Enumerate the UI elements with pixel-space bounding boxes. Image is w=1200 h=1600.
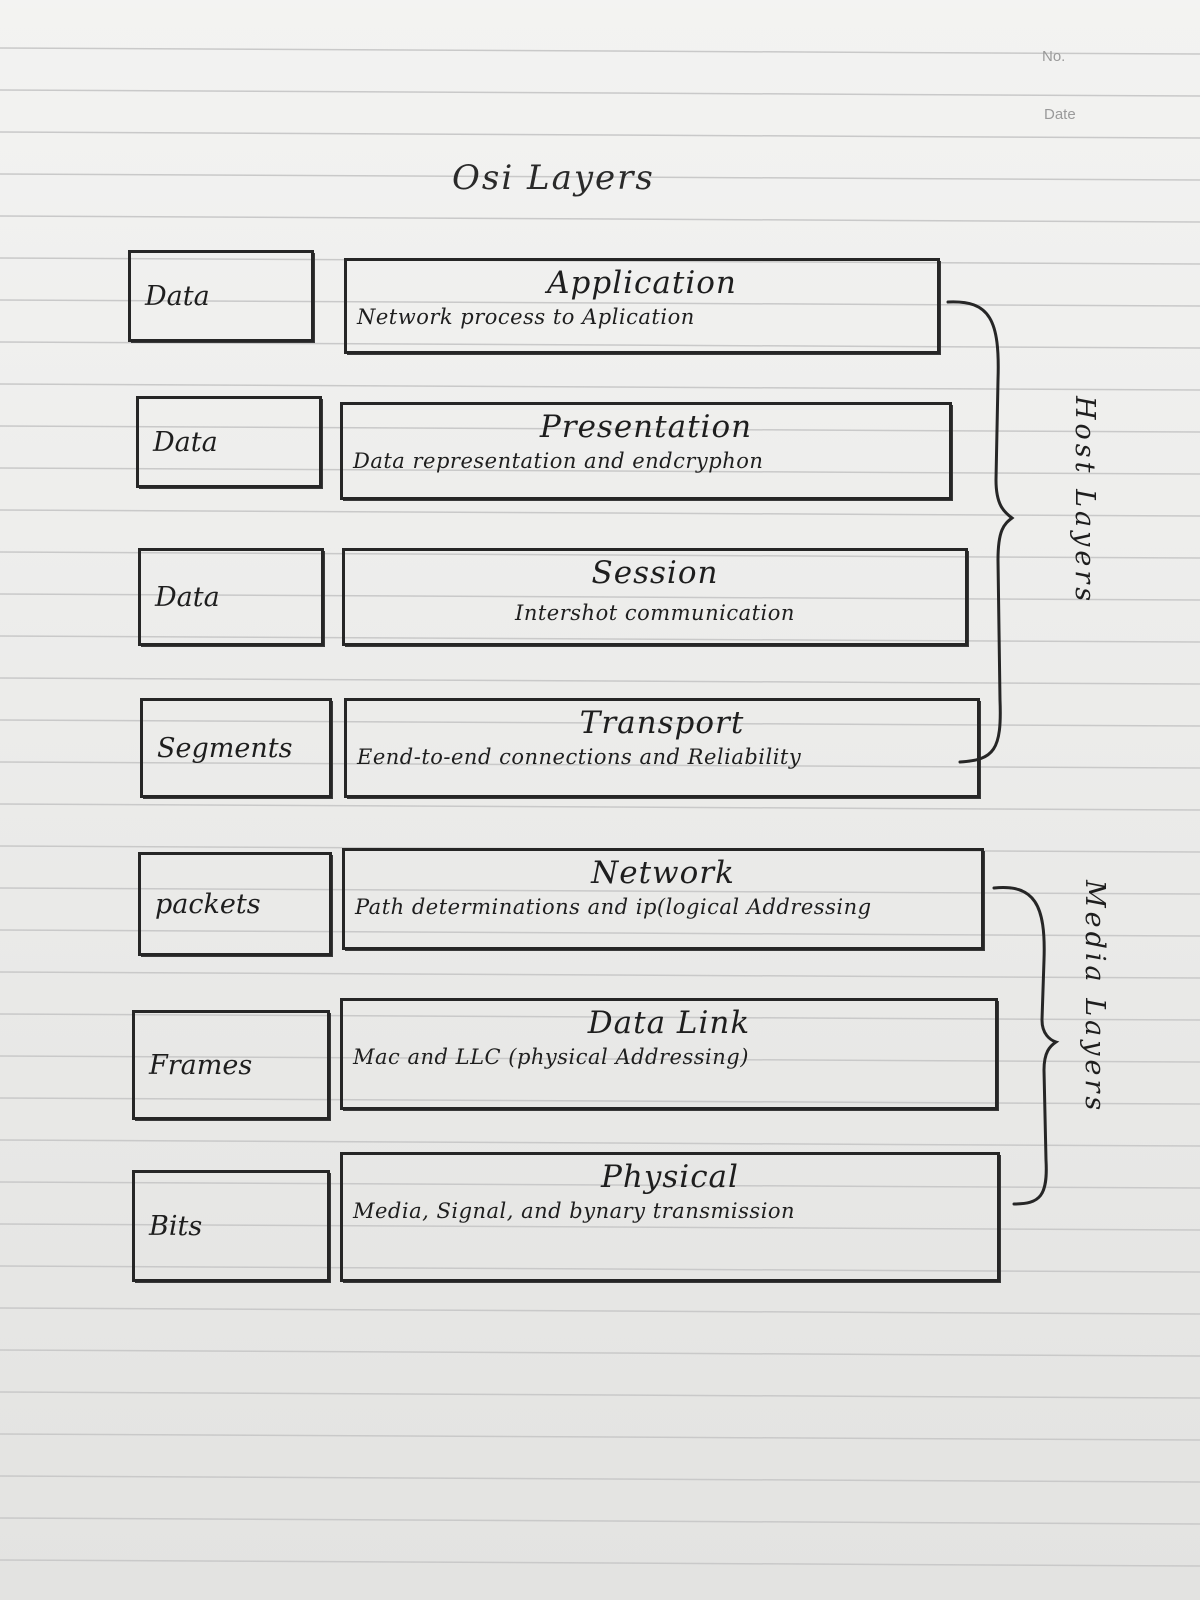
layer-description: Network process to Aplication: [357, 305, 695, 329]
layer-box-presentation: Presentation Data representation and end…: [340, 402, 952, 500]
ruled-line: [0, 173, 1200, 181]
layer-description: Path determinations and ip(logical Addre…: [355, 895, 872, 919]
ruled-line: [0, 1391, 1200, 1399]
pdu-label: Frames: [149, 1049, 253, 1081]
pdu-label: Data: [155, 581, 220, 613]
media-layers-label: Media Layers: [1079, 880, 1110, 1115]
pdu-box-session: Data: [138, 548, 324, 646]
ruled-line: [0, 1307, 1200, 1315]
ruled-line: [0, 1223, 1200, 1231]
layer-box-session: Session Intershot communication: [342, 548, 968, 646]
layer-name: Transport: [579, 705, 745, 741]
layer-box-network: Network Path determinations and ip(logic…: [342, 848, 984, 950]
ruled-line: [0, 215, 1200, 223]
ruled-line: [0, 1349, 1200, 1357]
ruled-line: [0, 89, 1200, 97]
ruled-line: [0, 131, 1200, 139]
layer-box-data-link: Data Link Mac and LLC (physical Addressi…: [340, 998, 998, 1110]
layer-box-transport: Transport Eend-to-end connections and Re…: [344, 698, 980, 798]
page-number-label: No.: [1042, 48, 1066, 65]
ruled-line: [0, 761, 1200, 769]
layer-description: Media, Signal, and bynary transmission: [353, 1199, 796, 1223]
ruled-line: [0, 1433, 1200, 1441]
pdu-label: Segments: [157, 732, 293, 764]
layer-box-application: Application Network process to Aplicatio…: [344, 258, 940, 354]
pdu-label: Data: [153, 426, 218, 458]
pdu-box-network: packets: [138, 852, 332, 956]
layer-name: Application: [547, 265, 737, 301]
date-label: Date: [1044, 106, 1076, 123]
layer-description: Intershot communication: [515, 601, 795, 625]
pdu-box-physical: Bits: [132, 1170, 330, 1282]
ruled-line: [0, 677, 1200, 685]
ruled-line: [0, 1517, 1200, 1525]
host-layers-label: Host Layers: [1069, 396, 1100, 606]
pdu-label: Bits: [149, 1210, 203, 1242]
ruled-line: [0, 1139, 1200, 1147]
pdu-box-transport: Segments: [140, 698, 332, 798]
layer-description: Mac and LLC (physical Addressing): [353, 1045, 749, 1069]
layer-name: Physical: [601, 1159, 739, 1195]
layer-box-physical: Physical Media, Signal, and bynary trans…: [340, 1152, 1000, 1282]
ruled-line: [0, 1475, 1200, 1483]
ruled-line: [0, 1559, 1200, 1567]
pdu-label: packets: [155, 888, 261, 920]
layer-name: Presentation: [539, 409, 753, 445]
layer-description: Eend-to-end connections and Reliability: [357, 745, 802, 769]
pdu-label: Data: [145, 280, 210, 312]
layer-description: Data representation and endcryphon: [353, 449, 764, 473]
ruled-line: [0, 509, 1200, 517]
ruled-line: [0, 971, 1200, 979]
pdu-box-presentation: Data: [136, 396, 322, 488]
pdu-box-data-link: Frames: [132, 1010, 330, 1120]
layer-name: Network: [591, 855, 735, 891]
ruled-line: [0, 383, 1200, 391]
ruled-line: [0, 803, 1200, 811]
pdu-box-application: Data: [128, 250, 314, 342]
layer-name: Session: [591, 555, 719, 591]
ruled-line: [0, 257, 1200, 265]
diagram-title: Osi Layers: [452, 158, 655, 198]
ruled-line: [0, 47, 1200, 55]
ruled-line: [0, 1265, 1200, 1273]
layer-name: Data Link: [587, 1005, 751, 1041]
